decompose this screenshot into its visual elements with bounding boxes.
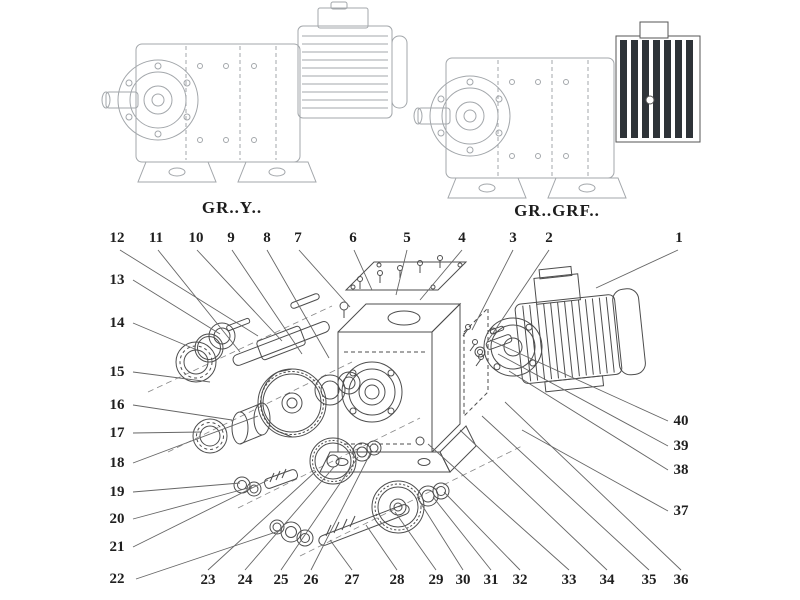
- callout-30: 30: [455, 572, 471, 588]
- callout-31: 31: [483, 572, 499, 588]
- callout-23: 23: [200, 572, 216, 588]
- assembly-gr-grf: [413, 21, 701, 199]
- output-shaft-assembly: [269, 480, 450, 547]
- callout-39: 39: [673, 438, 689, 454]
- gear-second-stage: [309, 437, 382, 485]
- callout-21: 21: [109, 539, 125, 555]
- assembly-gr-y: [101, 1, 408, 183]
- callout-10: 10: [188, 230, 204, 246]
- callout-8: 8: [263, 230, 271, 246]
- callout-19: 19: [109, 484, 125, 500]
- variant-label-gr-grf: GR..GRF..: [514, 201, 600, 220]
- cover-bolts: [357, 255, 443, 289]
- gearbox-assembled-right: [413, 57, 627, 199]
- callout-33: 33: [561, 572, 577, 588]
- callout-29: 29: [428, 572, 444, 588]
- callout-27: 27: [344, 572, 360, 588]
- motor-assembled-left: [297, 1, 408, 119]
- callout-20: 20: [109, 511, 125, 527]
- callout-16: 16: [109, 397, 125, 413]
- exploded-view: [147, 255, 646, 557]
- callout-35: 35: [641, 572, 657, 588]
- callout-6: 6: [349, 230, 357, 246]
- callout-24: 24: [237, 572, 253, 588]
- callout-37: 37: [673, 503, 689, 519]
- input-shaft: [226, 293, 330, 366]
- callout-4: 4: [458, 230, 466, 246]
- callout-1: 1: [675, 230, 683, 246]
- callout-15: 15: [109, 364, 125, 380]
- cover-sleeve-bearing: [192, 402, 271, 454]
- callout-12: 12: [109, 230, 125, 246]
- callout-5: 5: [403, 230, 411, 246]
- callout-32: 32: [512, 572, 528, 588]
- callout-22: 22: [109, 571, 125, 587]
- callout-11: 11: [148, 230, 164, 246]
- callout-25: 25: [273, 572, 289, 588]
- callout-3: 3: [509, 230, 517, 246]
- callout-2: 2: [545, 230, 553, 246]
- callout-7: 7: [294, 230, 302, 246]
- gear-housing: [319, 302, 477, 473]
- callout-9: 9: [227, 230, 235, 246]
- callout-36: 36: [673, 572, 689, 588]
- callout-13: 13: [109, 272, 125, 288]
- callout-26: 26: [303, 572, 319, 588]
- leader-lines: [119, 249, 682, 580]
- callout-28: 28: [389, 572, 405, 588]
- input-seals-bearings: [175, 322, 236, 383]
- variant-label-gr-y: GR..Y..: [201, 198, 263, 217]
- callout-17: 17: [109, 425, 125, 441]
- gearbox-assembled-left: [101, 43, 317, 183]
- brake-fin-unit: [615, 21, 701, 143]
- callout-18: 18: [109, 455, 125, 471]
- callout-34: 34: [599, 572, 615, 588]
- callout-14: 14: [109, 315, 125, 331]
- motor: [483, 265, 646, 393]
- housing-cover-bolts: [339, 255, 468, 318]
- callout-40: 40: [673, 413, 689, 429]
- callout-38: 38: [673, 462, 689, 478]
